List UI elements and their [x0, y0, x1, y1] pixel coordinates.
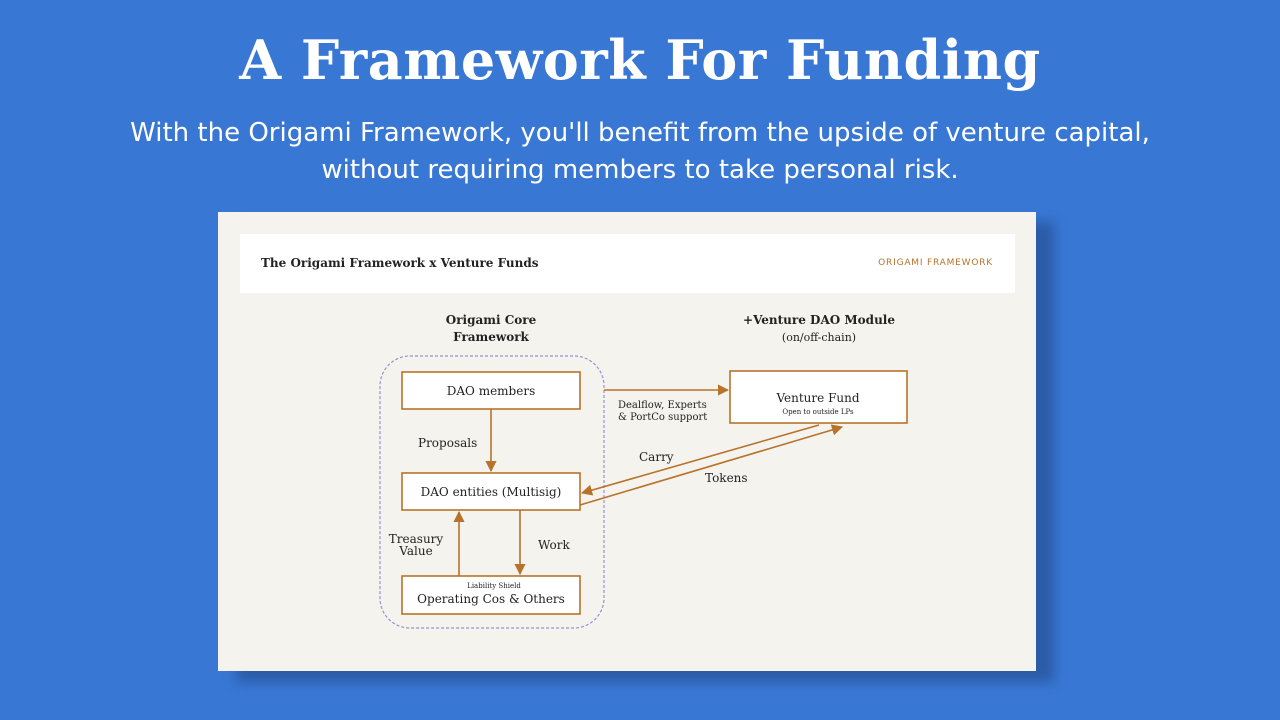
core-framework-group	[379, 355, 605, 629]
venture-fund-label: Venture Fund	[775, 391, 859, 405]
tokens-arrow	[579, 424, 844, 506]
treasury-label-line-1: Treasury	[389, 532, 444, 546]
dao-members-label: DAO members	[447, 384, 535, 398]
dao-entities-label: DAO entities (Multisig)	[421, 485, 562, 499]
module-heading-line-2: (on/off-chain)	[782, 331, 856, 344]
venture-fund-node	[729, 370, 908, 424]
module-heading-line-1: +Venture DAO Module	[743, 313, 895, 327]
framework-diagram: Origami Core Framework +Venture DAO Modu…	[379, 313, 908, 629]
dao-entities-node	[401, 472, 581, 511]
page-subtitle-line-2: without requiring members to take person…	[321, 155, 959, 185]
slide-header: The Origami Framework x Venture Funds OR…	[240, 234, 1015, 293]
page-subtitle-line-1: With the Origami Framework, you'll benef…	[130, 118, 1150, 148]
core-heading-line-1: Origami Core	[446, 313, 537, 327]
operating-label: Operating Cos & Others	[417, 592, 565, 606]
dealflow-label-line-2: & PortCo support	[618, 412, 707, 423]
treasury-label-line-2: Value	[398, 544, 432, 558]
slide: The Origami Framework x Venture Funds OR…	[218, 212, 1036, 671]
work-label: Work	[538, 538, 570, 552]
dealflow-label-line-1: Dealflow, Experts	[618, 400, 707, 411]
slide-brand-label: ORIGAMI FRAMEWORK	[878, 258, 993, 268]
slide-title: The Origami Framework x Venture Funds	[261, 256, 539, 270]
tokens-label: Tokens	[705, 471, 748, 485]
carry-label: Carry	[639, 450, 674, 464]
core-heading-line-2: Framework	[453, 330, 529, 344]
proposals-label: Proposals	[418, 436, 477, 450]
carry-arrow	[580, 424, 820, 496]
page-headline: A Framework For Funding	[239, 28, 1041, 92]
operating-caption: Liability Shield	[467, 582, 521, 590]
venture-fund-caption: Open to outside LPs	[782, 408, 854, 416]
operating-node	[401, 575, 581, 615]
